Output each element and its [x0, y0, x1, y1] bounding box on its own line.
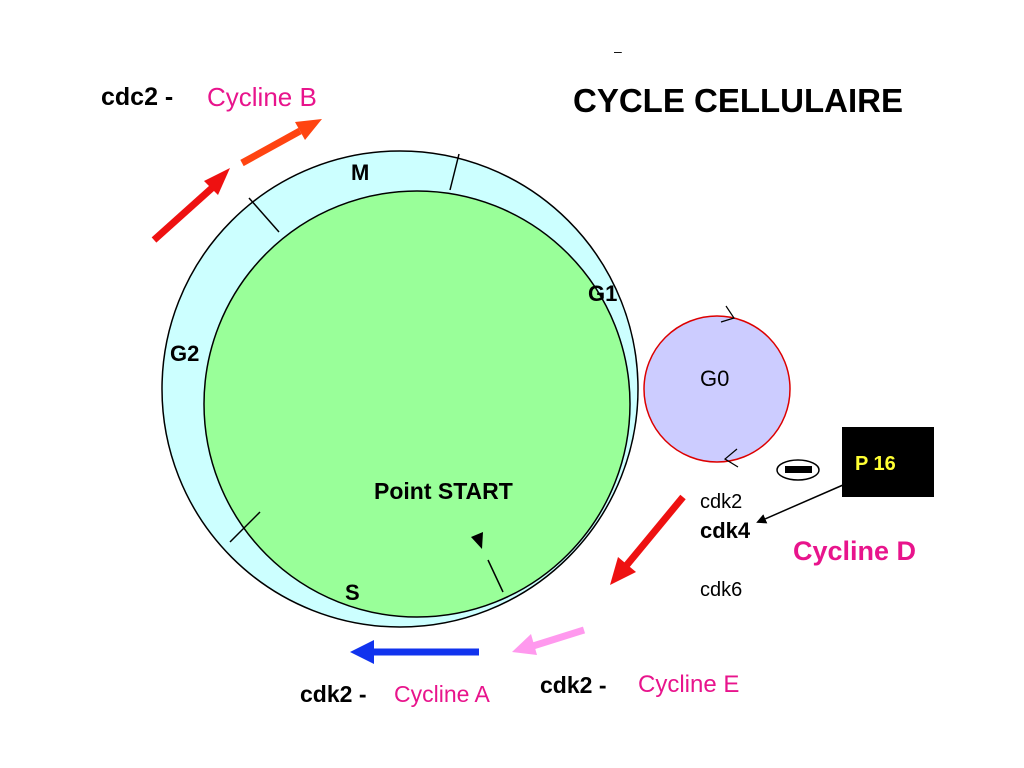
cdk2-e-label: cdk2 -: [540, 672, 607, 698]
p16-label: P 16: [855, 453, 896, 475]
minus-sign-icon: [785, 466, 812, 473]
phase-g1-label: G1: [588, 281, 618, 306]
point-start-marker: [471, 532, 483, 549]
boundary-g2-s: [229, 511, 261, 543]
cdc2-label: cdc2 -: [101, 83, 174, 111]
boundary-s-g1: [487, 559, 504, 593]
cdk2-a-label: cdk2 -: [300, 681, 367, 707]
page-title: CYCLE CELLULAIRE: [573, 82, 903, 119]
arrow-orange-to-cycline-b: [240, 119, 322, 167]
p16-inhibition-arrow: [756, 484, 844, 524]
phase-g0-label: G0: [700, 366, 730, 391]
cdk6-label: cdk6: [700, 579, 743, 601]
cycline-e-label: Cycline E: [638, 671, 740, 698]
point-start-label: Point START: [374, 478, 513, 504]
cycline-a-label: Cycline A: [394, 681, 490, 707]
title-mark: –: [614, 43, 622, 59]
g0-entry-mark-bottom: [723, 448, 739, 468]
boundary-m-g2: [248, 197, 280, 233]
arrow-blue-cycline-a: [350, 640, 479, 664]
phase-s-label: S: [345, 580, 360, 605]
phase-m-label: M: [351, 160, 370, 185]
g0-entry-mark-top: [720, 305, 735, 323]
cdk4-label: cdk4: [700, 518, 751, 543]
cycline-d-label: Cycline D: [793, 536, 917, 566]
cdk2-label: cdk2: [700, 491, 743, 513]
arrow-red-to-cycline-b: [151, 168, 230, 243]
boundary-m-g1: [449, 153, 460, 191]
arrow-red-from-g0: [610, 494, 686, 585]
g0-circle: [643, 315, 791, 463]
p16-box: [842, 427, 934, 497]
cycline-b-label: Cycline B: [207, 82, 317, 112]
phase-g2-label: G2: [170, 341, 200, 366]
cycle-inner-circle: [203, 190, 631, 618]
arrow-pink-cycline-e: [512, 626, 586, 655]
